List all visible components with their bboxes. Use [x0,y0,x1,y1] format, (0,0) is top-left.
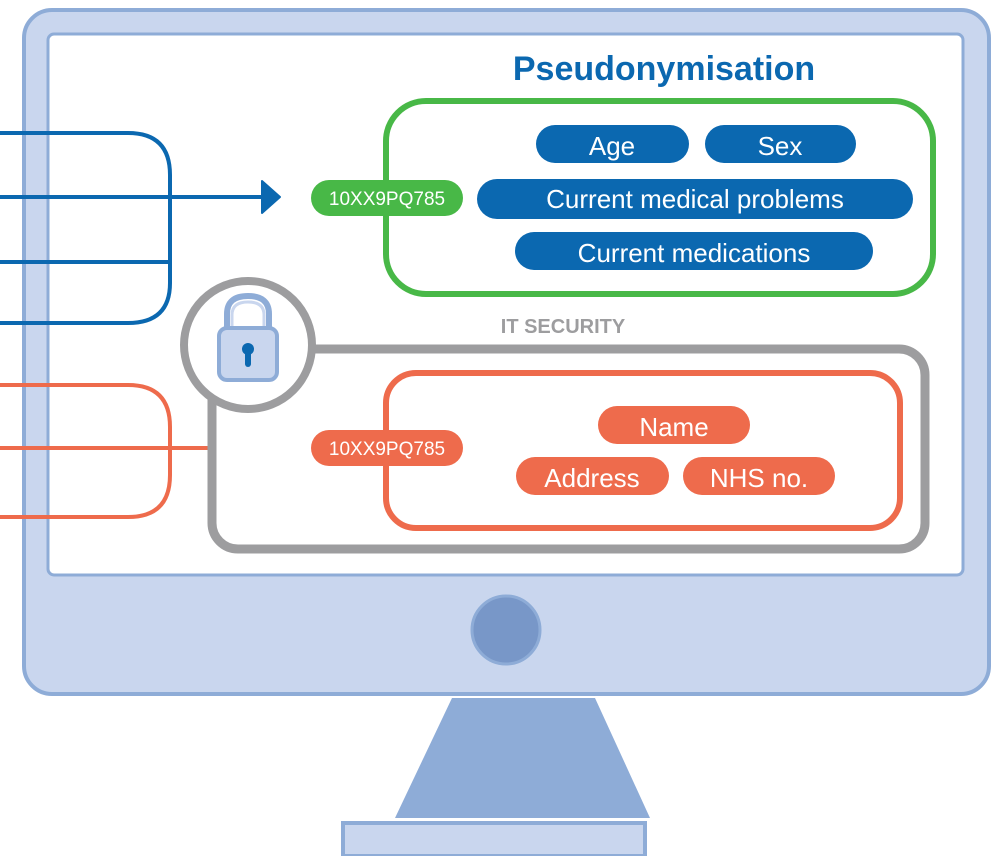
monitor-base [341,821,647,856]
field-address: Address [544,463,639,493]
secured-id-badge [311,430,463,466]
field-name: Name [639,412,708,442]
blue-arrow-head [261,180,281,214]
it-security-label: IT SECURITY [501,316,626,338]
field-nhs-no: NHS no. [710,463,808,493]
blue-connectors [0,131,281,325]
field-sex: Sex [758,131,803,161]
field-pill-nhs-no [683,457,835,495]
field-age: Age [589,131,635,161]
field-pill-sex [705,125,856,163]
it-security-group: IT SECURITY 10XX9PQ785 Name Address NHS … [180,277,930,554]
pseudonymised-id-badge [311,180,463,216]
pseudonymised-id-code: 10XX9PQ785 [329,189,445,210]
field-pill-current-medications [515,232,873,270]
field-pill-age [536,125,689,163]
page-title: Pseudonymisation [513,50,815,88]
lock-icon [180,277,316,413]
field-pill-address [516,457,669,495]
secured-identity-box [383,370,903,531]
field-pill-name [598,406,750,444]
pseudonymised-data-group: 10XX9PQ785 Age Sex Current medical probl… [311,98,936,297]
orange-line-outer [0,383,172,519]
power-button-icon[interactable] [470,594,542,666]
secured-id-code: 10XX9PQ785 [329,439,445,460]
blue-line-top [0,131,172,325]
field-current-medications: Current medications [578,238,811,268]
field-current-medical-problems: Current medical problems [546,184,844,214]
monitor-stand [395,698,650,818]
field-pill-current-medical-problems [477,179,913,219]
